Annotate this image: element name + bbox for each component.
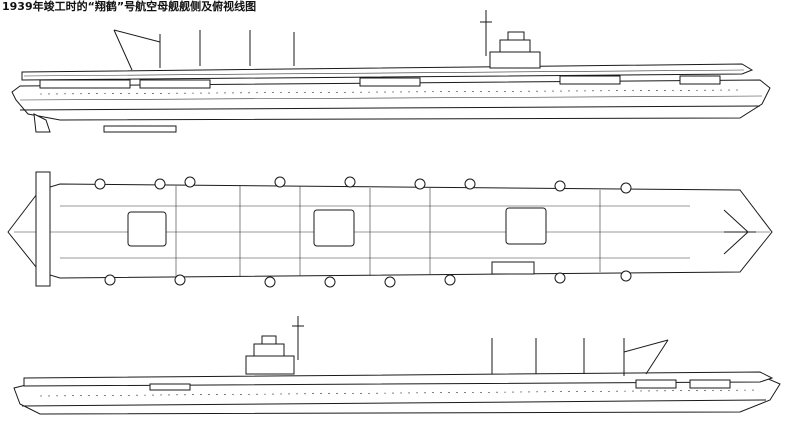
plan-flight-deck-outline [7,183,773,279]
plan-elevators [127,207,547,247]
port-island [245,316,304,375]
port-flight-deck [23,371,774,387]
plan-transverse-lines [175,186,601,276]
starboard-crane [113,29,161,71]
flight-deck-plan-view [7,171,773,288]
starboard-profile-view [11,10,771,133]
starboard-hangar-openings [39,75,721,89]
plan-stern-ramp [35,171,51,287]
port-profile-view [13,316,781,415]
plan-edge-tubs-top [94,176,632,194]
port-waterline [21,399,767,407]
plan-edge-tubs-bottom [104,270,632,288]
plan-bow-marker [723,209,756,255]
starboard-masts [199,30,295,66]
starboard-flight-deck [21,63,754,81]
port-portholes [39,389,761,397]
port-hangar-openings [149,379,731,391]
starboard-belt-line [19,95,763,101]
starboard-island [480,10,541,69]
figure-caption: 1939年竣工时的“翔鹤”号航空母舰舰侧及俯视线图 [2,0,257,13]
plan-island [491,261,535,275]
port-crane [623,338,669,376]
port-masts [491,338,585,374]
starboard-stern-gear [33,113,177,133]
starboard-waterline [19,105,761,111]
